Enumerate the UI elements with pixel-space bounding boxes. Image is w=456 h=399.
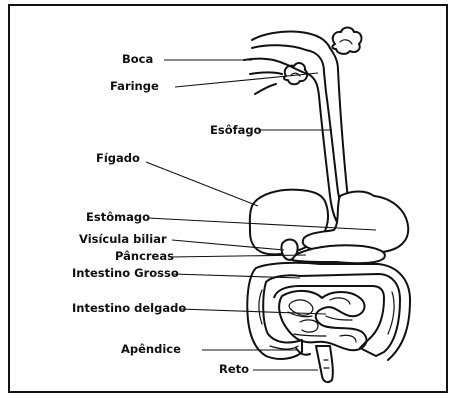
rectum: [316, 346, 333, 382]
salivary-gland-top: [332, 28, 361, 54]
label-reto: Reto: [219, 362, 249, 376]
label-intestino-delgado: Intestino delgado: [72, 301, 186, 315]
label-estomago: Estômago: [86, 210, 150, 224]
salivary-gland-bottom: [284, 63, 307, 84]
label-figado: Fígado: [96, 151, 140, 165]
labels: Boca Faringe Esôfago Fígado Estômago Vis…: [72, 52, 262, 376]
label-visicula-biliar: Visícula biliar: [79, 232, 167, 246]
label-intestino-grosso: Intestino Grosso: [72, 266, 179, 280]
label-apendice: Apêndice: [121, 342, 181, 356]
label-esofago: Esôfago: [210, 123, 262, 137]
label-boca: Boca: [122, 52, 153, 66]
leader-figado: [146, 162, 258, 206]
label-pancreas: Pâncreas: [115, 249, 174, 263]
label-faringe: Faringe: [110, 79, 159, 93]
